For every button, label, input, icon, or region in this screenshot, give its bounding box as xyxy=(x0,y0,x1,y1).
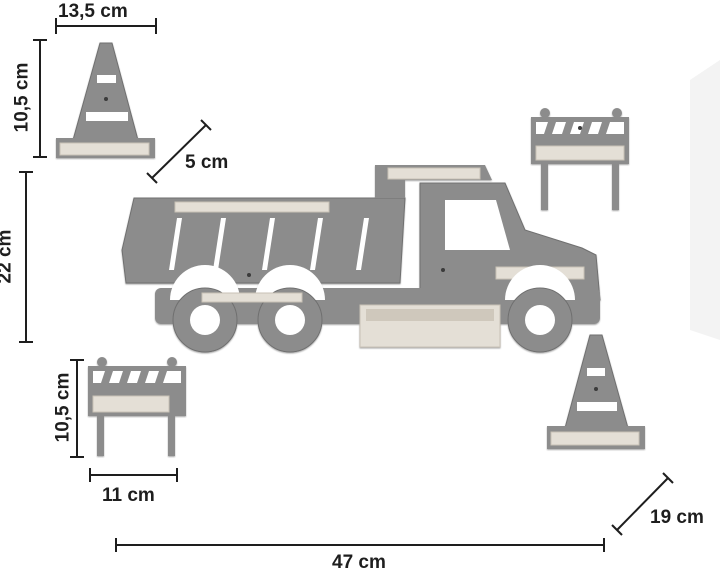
road-barrier-top xyxy=(531,108,629,210)
traffic-cone-top xyxy=(56,42,155,158)
barrier-height-label: 10,5 cm xyxy=(52,372,74,443)
dump-truck-shelf xyxy=(121,165,601,353)
shelf-depth-label: 5 cm xyxy=(185,152,229,173)
background-wall-shadow xyxy=(690,60,720,340)
truck-width-label: 47 cm xyxy=(332,552,386,573)
dimension-lines xyxy=(19,18,674,552)
cone-width-label: 13,5 cm xyxy=(58,1,128,22)
cone-height-label: 10,5 cm xyxy=(11,62,33,133)
road-barrier-bottom xyxy=(88,357,186,456)
truck-height-label: 22 cm xyxy=(0,229,16,284)
barrier-width-label: 11 cm xyxy=(102,485,155,506)
right-depth-label: 19 cm xyxy=(650,507,704,528)
traffic-cone-bottom xyxy=(547,334,645,449)
